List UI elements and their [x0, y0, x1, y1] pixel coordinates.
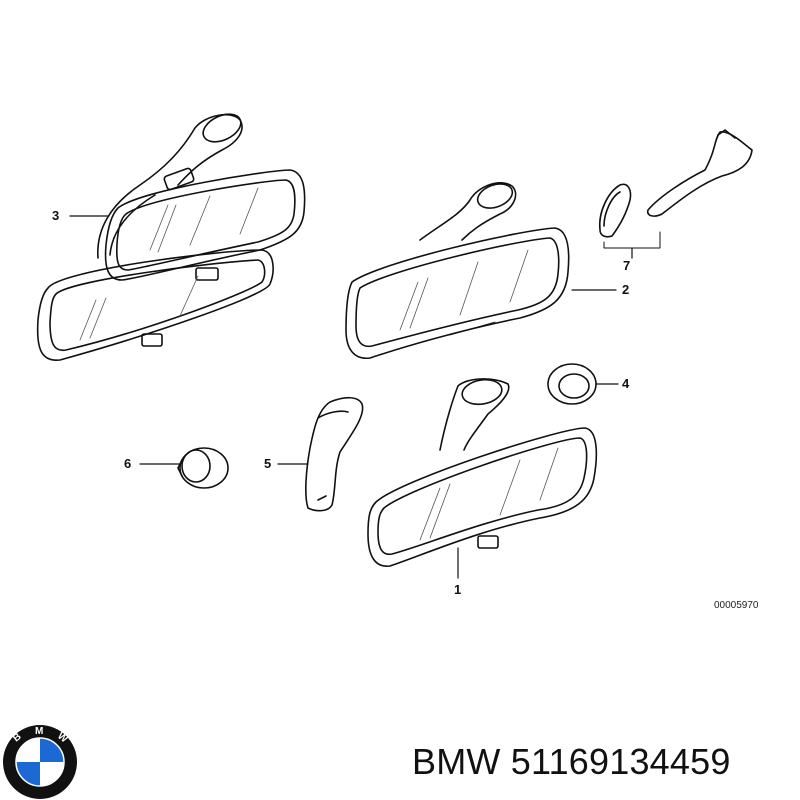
callout-3: 3 [52, 208, 60, 223]
callout-1: 1 [454, 582, 462, 597]
part-7-covers [598, 129, 753, 249]
part-5-cover [305, 396, 364, 512]
part-caption: BMW 51169134459 [412, 741, 731, 783]
callout-6: 6 [124, 456, 132, 471]
leader-lines [69, 215, 633, 579]
part-4-ring [547, 363, 597, 405]
part-1-mirror [367, 378, 598, 567]
part-6-knob [177, 447, 229, 489]
callout-4: 4 [622, 376, 630, 391]
callout-5: 5 [264, 456, 272, 471]
brand-name: BMW [412, 741, 501, 782]
bmw-logo: B M W [0, 722, 82, 800]
callout-7: 7 [623, 258, 631, 273]
logo-letter-m: M [35, 726, 43, 737]
part-3-mirror-assembly [36, 113, 306, 361]
part-2-mirror [345, 182, 570, 359]
callout-2: 2 [622, 282, 630, 297]
part-number: 51169134459 [510, 741, 731, 782]
drawing-id: 00005970 [714, 600, 759, 611]
